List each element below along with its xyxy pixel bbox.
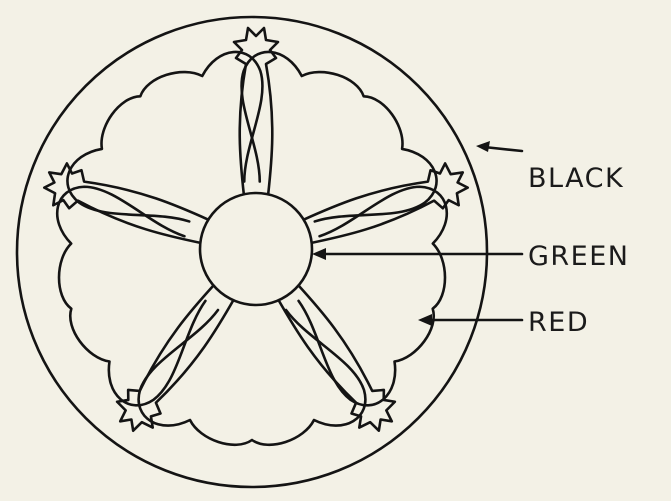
sepal-lower-right [269, 277, 403, 439]
label-black: BLACK [528, 163, 624, 194]
green-leader [312, 248, 522, 260]
black-leader [476, 141, 522, 152]
label-green: GREEN [528, 241, 630, 272]
sepal-lower-left [109, 277, 243, 439]
sepal-upper-right [299, 159, 472, 253]
petal-right [274, 161, 472, 418]
petal-left [32, 161, 230, 418]
center-disc [200, 193, 312, 305]
label-red: RED [528, 307, 589, 338]
sepal-top [234, 28, 278, 196]
